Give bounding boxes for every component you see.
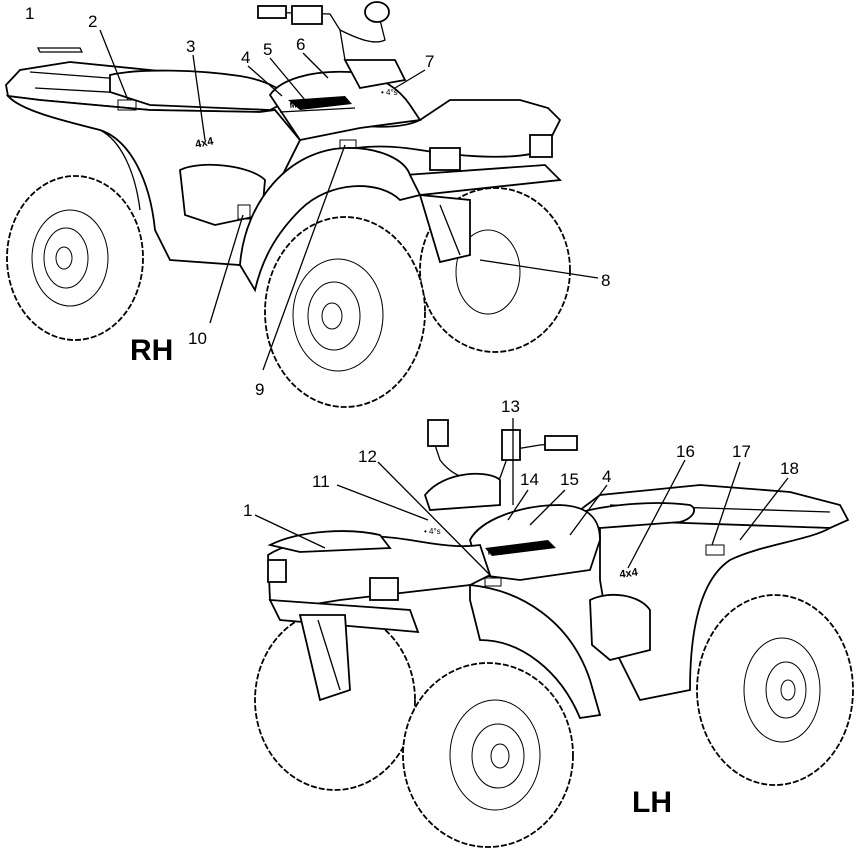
callout-16: 16 bbox=[676, 442, 695, 461]
decal-17-patch bbox=[705, 544, 725, 556]
decal-9-patch bbox=[339, 139, 357, 149]
callout-10: 10 bbox=[188, 329, 207, 348]
lh-atv-drawing: 4x4 Magnum 500 • 4°s bbox=[254, 419, 854, 848]
callout-12: 12 bbox=[358, 447, 377, 466]
callout-8: 8 bbox=[601, 271, 610, 290]
lh-rear-wheel bbox=[696, 594, 854, 786]
rh-atv-drawing: 4x4 Magnum 500 • 4°s bbox=[5, 1, 571, 408]
decal-10-patch bbox=[237, 204, 251, 220]
callout-4-lh: 4 bbox=[602, 467, 611, 486]
callout-9: 9 bbox=[255, 380, 264, 399]
callout-5: 5 bbox=[263, 40, 272, 59]
callout-14: 14 bbox=[520, 470, 539, 489]
callout-18: 18 bbox=[780, 459, 799, 478]
view-label-lh: LH bbox=[632, 786, 672, 819]
callout-4-rh: 4 bbox=[241, 48, 250, 67]
callout-2: 2 bbox=[88, 12, 97, 31]
rh-callouts: 1 2 3 4 5 6 7 8 9 10 RH bbox=[25, 4, 610, 399]
rh-dash-decal: • 4°s bbox=[381, 88, 398, 97]
callout-17: 17 bbox=[732, 442, 751, 461]
callout-11: 11 bbox=[312, 472, 330, 491]
callout-13: 13 bbox=[501, 397, 520, 416]
callout-1-rh: 1 bbox=[25, 4, 34, 23]
view-label-rh: RH bbox=[130, 334, 173, 367]
rh-4x4-decal: 4x4 bbox=[194, 135, 215, 151]
callout-6: 6 bbox=[296, 35, 305, 54]
lh-front-wheel bbox=[402, 662, 574, 848]
callout-3: 3 bbox=[186, 37, 195, 56]
rh-front-wheel bbox=[264, 216, 426, 408]
lh-callouts: 1 11 12 13 14 15 4 16 17 18 LH bbox=[243, 397, 799, 819]
decal-1-standalone bbox=[36, 47, 84, 53]
decal-2-patch bbox=[117, 99, 137, 111]
callout-7: 7 bbox=[425, 52, 434, 71]
rh-rear-wheel bbox=[6, 175, 144, 341]
lh-dash-decal: • 4°s bbox=[424, 527, 441, 536]
lh-4x4-decal: 4x4 bbox=[619, 566, 640, 581]
callout-15: 15 bbox=[560, 470, 579, 489]
callout-1-lh: 1 bbox=[243, 501, 252, 520]
decal-12-patch bbox=[484, 577, 502, 587]
rh-leader-lines bbox=[99, 29, 599, 371]
lh-leader-lines bbox=[254, 418, 789, 576]
